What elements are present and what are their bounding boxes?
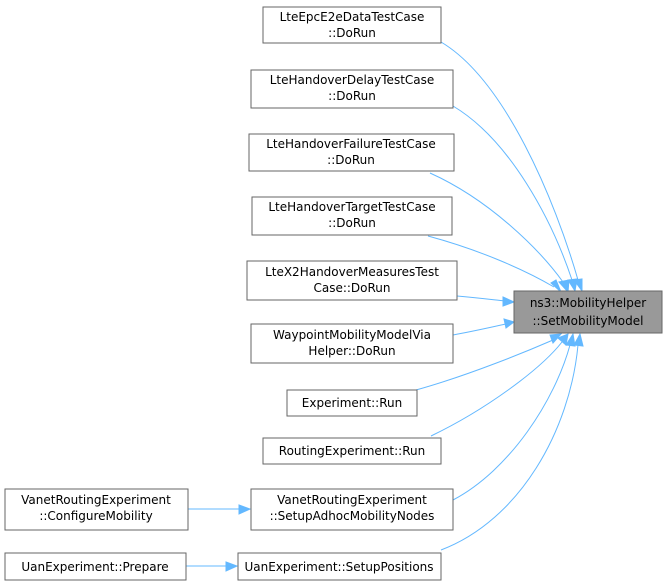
edge-ltehandoverfailure-to-target (429, 172, 564, 283)
caller-node-ltehandovertargettestcase[interactable]: LteHandoverTargetTestCase ::DoRun (251, 196, 453, 236)
arrowhead (238, 504, 252, 515)
arrowhead (502, 296, 516, 307)
node-label-line2: Helper::DoRun (308, 344, 395, 358)
node-label-line2: ::DoRun (328, 216, 376, 230)
edge-ltehandovertarget-to-target (427, 235, 555, 288)
edge-lteepce2e-to-target (440, 41, 579, 281)
node-label-line1: Experiment::Run (302, 396, 402, 410)
edge-routingexperiment-run-to-target (430, 341, 563, 437)
target-node-line2: ::SetMobilityModel (533, 314, 644, 328)
node-label-line2: ::DoRun (328, 26, 376, 40)
target-node[interactable]: ns3::MobilityHelper ::SetMobilityModel (513, 290, 663, 334)
node-label-line1: LteHandoverTargetTestCase (268, 200, 435, 214)
arrowhead (558, 279, 570, 294)
arrowhead (557, 333, 569, 346)
node-label-line1: LteX2HandoverMeasuresTest (265, 265, 439, 279)
node-label-line1: LteHandoverDelayTestCase (270, 73, 435, 87)
caller-node-vanetroutingexperiment-setupadhocmobilitynodes[interactable]: VanetRoutingExperiment ::SetupAdhocMobil… (250, 488, 454, 531)
node-label-line2: ::DoRun (328, 89, 376, 103)
node-label-line1: VanetRoutingExperiment (21, 493, 171, 507)
node-label-line2: ::DoRun (327, 153, 375, 167)
node-label-line1: VanetRoutingExperiment (277, 493, 427, 507)
edge-waypoint-to-target (452, 323, 507, 336)
node-label-line2: ::ConfigureMobility (39, 509, 152, 523)
arrowhead (550, 279, 562, 293)
arrowhead (503, 318, 516, 329)
edge-ltehandoverdelay-to-target (452, 105, 573, 281)
caller-node-ltehandoverfailuretestcase[interactable]: LteHandoverFailureTestCase ::DoRun (248, 133, 455, 172)
caller-node-uanexperiment-setuppositions[interactable]: UanExperiment::SetupPositions (237, 552, 442, 581)
node-label-line2: ::SetupAdhocMobilityNodes (270, 509, 435, 523)
edge-uan-setuppositions-to-target (440, 344, 579, 551)
arrowhead (565, 332, 576, 347)
node-label-line1: LteEpcE2eDataTestCase (280, 10, 425, 24)
caller-node-lteepce2edatatestcase[interactable]: LteEpcE2eDataTestCase ::DoRun (262, 6, 442, 44)
node-label-line1: RoutingExperiment::Run (279, 444, 425, 458)
caller-node-ltehandoverdelaytestcase[interactable]: LteHandoverDelayTestCase ::DoRun (250, 69, 454, 109)
edge-ltex2handover-to-target (456, 295, 506, 302)
caller-node-experiment-run[interactable]: Experiment::Run (286, 389, 418, 417)
arrowhead (567, 278, 578, 293)
caller-node-waypointmobilitymodelviahelper[interactable]: WaypointMobilityModelVia Helper::DoRun (250, 323, 454, 364)
node-label-line2: Case::DoRun (313, 281, 390, 295)
caller-node-ltex2handovermeasurestestcase[interactable]: LteX2HandoverMeasuresTest Case::DoRun (246, 260, 458, 301)
edges (186, 41, 584, 572)
edge-vanet-setupadhoc-to-target (452, 344, 571, 501)
node-label-line1: WaypointMobilityModelVia (273, 328, 431, 342)
arrowhead (573, 332, 584, 347)
caller-node-vanetroutingexperiment-configuremobility[interactable]: VanetRoutingExperiment ::ConfigureMobili… (4, 488, 189, 531)
arrowhead (549, 333, 563, 344)
node-label-line1: UanExperiment::Prepare (21, 560, 168, 574)
edge-experiment-run-to-target (415, 339, 554, 391)
node-label-line1: UanExperiment::SetupPositions (244, 560, 433, 574)
caller-node-routingexperiment-run[interactable]: RoutingExperiment::Run (262, 437, 442, 465)
arrowhead (225, 561, 239, 572)
caller-node-uanexperiment-prepare[interactable]: UanExperiment::Prepare (4, 552, 187, 581)
node-label-line1: LteHandoverFailureTestCase (266, 137, 436, 151)
target-node-line1: ns3::MobilityHelper (530, 296, 646, 310)
